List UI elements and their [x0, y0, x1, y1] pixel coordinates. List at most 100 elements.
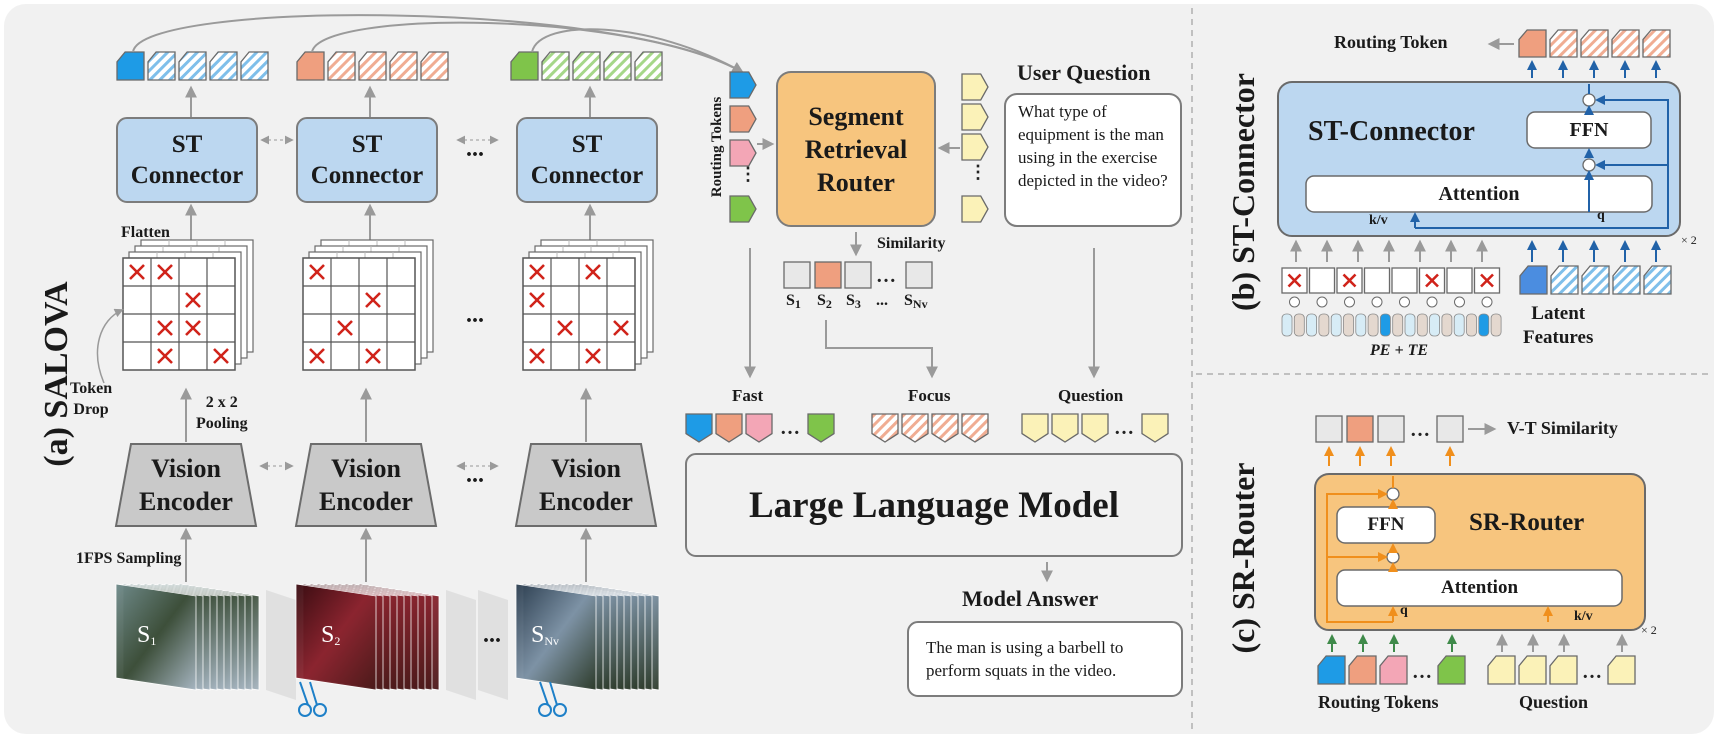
top-token-hatched-0-2: [209, 51, 238, 81]
st-frame-add-2: [1344, 296, 1355, 308]
vision-encoder-2-line2: Encoder: [319, 487, 413, 516]
st-frame-token-6: [1446, 267, 1473, 294]
similarity-label-main: S: [817, 292, 826, 309]
sr-residual-1: [1326, 552, 1393, 623]
st-out-token-hatched-1: [1580, 29, 1609, 58]
st-frame-token-2: [1336, 267, 1363, 294]
token-grid-0: [122, 257, 236, 371]
drop-x-0-4-b: [185, 320, 201, 336]
top-token-hatched-2-3: [634, 51, 663, 81]
vt-sim-box-2: [1377, 415, 1405, 443]
sr-question-token-1: [1518, 655, 1547, 685]
segment-label-3-sub: Nv: [544, 634, 560, 648]
top-token-hatched-0-1: [178, 51, 207, 81]
fast-question-token-0: [1021, 413, 1049, 443]
pe-te-chip-7: [1367, 313, 1379, 337]
drop-x-2-5-b: [529, 348, 545, 364]
pe-te-chip-1: [1293, 313, 1305, 337]
fast-token-1: [715, 413, 743, 443]
st-pe-te-label: PE + TE: [1370, 342, 1429, 359]
st-kv-label: k/v: [1369, 213, 1388, 228]
top-token-hatched-2-0: [541, 51, 570, 81]
routing-token-3: [729, 195, 757, 223]
similarity-score-box-3: [905, 261, 933, 289]
focus-token-2: [931, 413, 959, 443]
top-token-hatched-1-2: [389, 51, 418, 81]
focus-token-0: [871, 413, 899, 443]
user-question-text: What type of equipment is the man using …: [1018, 102, 1168, 190]
similarity-label-main: S: [846, 292, 855, 309]
top-token-hatched-0-3: [240, 51, 269, 81]
st-add-top: [1582, 93, 1596, 107]
similarity-score-box-1: [814, 261, 842, 289]
similarity-label-main: ...: [876, 292, 888, 309]
segment-label-3: SNv: [531, 622, 559, 649]
fast-question-token-1: [1051, 413, 1079, 443]
similarity-score-box-0: [783, 261, 811, 289]
flatten-label: Flatten: [121, 224, 170, 241]
sr-question-dots: …: [1582, 661, 1602, 683]
similarity-label-2: S3: [846, 292, 861, 312]
pe-te-chip-14: [1453, 313, 1465, 337]
sr-ffn-box: [1336, 506, 1436, 544]
pooling-line1: 2 x 2: [205, 394, 238, 411]
st-residual-2: [1595, 95, 1669, 165]
ellipsis-grid: ...: [466, 302, 484, 328]
similarity-label-0: S1: [786, 292, 801, 312]
drop-x-1-0-b: [309, 264, 325, 280]
top-token-solid-0: [116, 51, 145, 81]
st-frame-add-5: [1426, 296, 1438, 308]
top-token-hatched-1-1: [358, 51, 387, 81]
sr-question-label: Question: [1519, 692, 1589, 712]
st-out-token-hatched-0: [1549, 29, 1578, 58]
ellipsis-st: ...: [466, 136, 484, 162]
similarity-label-sub: 2: [825, 297, 832, 311]
video-frame-1-0: [295, 583, 377, 691]
question-col-token-0: [961, 73, 989, 101]
cut-plane-0: [266, 590, 296, 700]
cut-plane-1: [446, 590, 476, 700]
sr-routing-token-1: [1348, 655, 1377, 685]
vt-similarity-label: V-T Similarity: [1507, 418, 1618, 438]
st-attention-label: Attention: [1438, 182, 1520, 205]
sr-routing-token-3: [1437, 655, 1466, 685]
sr-attention-label: Attention: [1440, 577, 1519, 598]
sr-routing-token-0: [1317, 655, 1346, 685]
panel-title-st-connector: (b) ST-Connector: [1225, 73, 1261, 311]
model-answer-title: Model Answer: [962, 586, 1099, 611]
cut-plane-2: [478, 590, 508, 700]
st-latent-token-hatched-1: [1581, 265, 1610, 295]
st-frame-token-1: [1308, 267, 1336, 294]
pooling-line2: Pooling: [196, 415, 248, 432]
similarity-label-sub: Nv: [912, 297, 928, 311]
fast-dots: …: [780, 417, 800, 439]
sr-add-mid: [1386, 550, 1400, 564]
st-latent-token-hatched-3: [1643, 265, 1672, 295]
st-frame-token-3: [1363, 267, 1391, 294]
segment-label-1-s: S: [137, 622, 151, 648]
sr-ffn-label: FFN: [1367, 514, 1405, 535]
panel-title-sr-router: (c) SR-Router: [1225, 462, 1261, 654]
panel-title-salova: (a) SALOVA: [38, 281, 75, 467]
question-col-token-3: [961, 195, 989, 223]
pe-te-chip-2: [1306, 313, 1317, 337]
st-frame-add-0: [1289, 296, 1300, 308]
fast-token-2: [745, 413, 773, 443]
pe-te-chip-0: [1281, 313, 1293, 337]
pe-te-chip-11: [1416, 313, 1428, 337]
pe-te-chip-13: [1441, 313, 1453, 337]
st-connector-1-line2: Connector: [130, 162, 244, 189]
st-attention-box: [1305, 175, 1653, 213]
latent-line1: Latent: [1531, 303, 1586, 324]
segment-label-1-sub: 1: [150, 634, 157, 648]
fast-question-token-3: [1141, 413, 1169, 443]
token-drop-line2: Drop: [73, 401, 109, 418]
sr-times2-label: × 2: [1641, 623, 1657, 637]
st-connector-detail-box: [1277, 81, 1681, 237]
